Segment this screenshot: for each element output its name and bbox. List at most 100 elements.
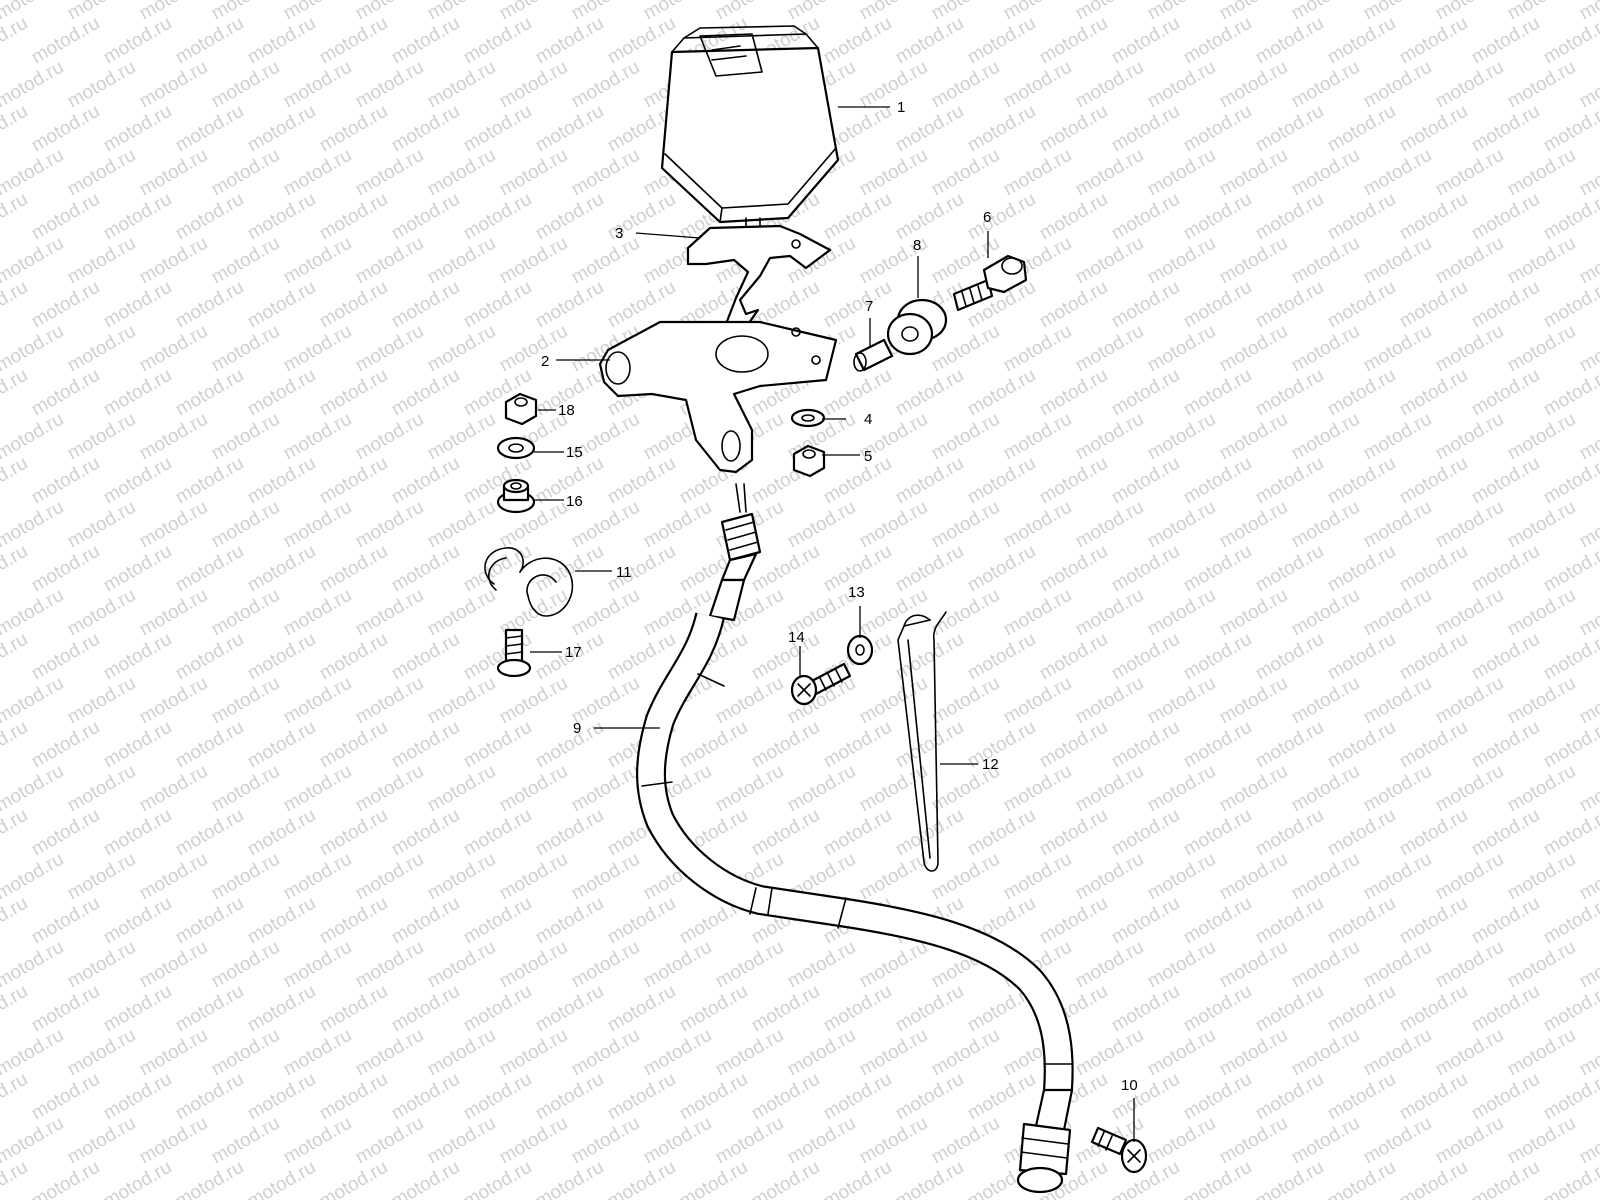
watermark-text: motod.ru bbox=[1432, 321, 1507, 377]
watermark-text: motod.ru bbox=[244, 717, 319, 773]
watermark-text: motod.ru bbox=[1216, 937, 1291, 993]
watermark-text: motod.ru bbox=[100, 189, 175, 245]
watermark-text: motod.ru bbox=[1108, 277, 1183, 333]
watermark-text: motod.ru bbox=[496, 673, 571, 729]
watermark-text: motod.ru bbox=[244, 277, 319, 333]
watermark-text: motod.ru bbox=[856, 497, 931, 553]
watermark-text: motod.ru bbox=[352, 0, 427, 24]
watermark-text: motod.ru bbox=[28, 1157, 103, 1200]
watermark-text: motod.ru bbox=[1468, 1069, 1543, 1125]
watermark-text: motod.ru bbox=[64, 673, 139, 729]
watermark-text: motod.ru bbox=[1180, 629, 1255, 685]
watermark-text: motod.ru bbox=[316, 365, 391, 421]
watermark-text: motod.ru bbox=[1252, 1069, 1327, 1125]
watermark-text: motod.ru bbox=[1468, 1157, 1543, 1200]
watermark-text: motod.ru bbox=[316, 277, 391, 333]
watermark-text: motod.ru bbox=[604, 893, 679, 949]
watermark-text: motod.ru bbox=[496, 937, 571, 993]
watermark-text: motod.ru bbox=[964, 805, 1039, 861]
mounting-bracket bbox=[598, 320, 838, 474]
watermark-text: motod.ru bbox=[712, 1113, 787, 1169]
watermark-text: motod.ru bbox=[856, 673, 931, 729]
watermark-text: motod.ru bbox=[1252, 541, 1327, 597]
callout-3: 3 bbox=[615, 225, 623, 242]
watermark-text: motod.ru bbox=[1360, 937, 1435, 993]
watermark-text: motod.ru bbox=[604, 453, 679, 509]
watermark-text: motod.ru bbox=[1288, 761, 1363, 817]
watermark-text: motod.ru bbox=[1252, 277, 1327, 333]
watermark-text: motod.ru bbox=[100, 365, 175, 421]
watermark-text: motod.ru bbox=[0, 629, 31, 685]
watermark-text: motod.ru bbox=[532, 1069, 607, 1125]
watermark-text: motod.ru bbox=[0, 981, 31, 1037]
watermark-text: motod.ru bbox=[820, 1157, 895, 1200]
watermark-text: motod.ru bbox=[136, 497, 211, 553]
watermark-text: motod.ru bbox=[352, 585, 427, 641]
watermark-text: motod.ru bbox=[964, 1069, 1039, 1125]
watermark-text: motod.ru bbox=[964, 101, 1039, 157]
callout-12: 12 bbox=[982, 756, 999, 773]
watermark-text: motod.ru bbox=[532, 717, 607, 773]
watermark-text: motod.ru bbox=[1504, 673, 1579, 729]
watermark-text: motod.ru bbox=[856, 1113, 931, 1169]
watermark-text: motod.ru bbox=[244, 1069, 319, 1125]
watermark-text: motod.ru bbox=[424, 585, 499, 641]
watermark-text: motod.ru bbox=[496, 761, 571, 817]
watermark-text: motod.ru bbox=[748, 717, 823, 773]
watermark-text: motod.ru bbox=[1432, 57, 1507, 113]
watermark-text: motod.ru bbox=[28, 805, 103, 861]
watermark-text: motod.ru bbox=[0, 1025, 67, 1081]
watermark-text: motod.ru bbox=[892, 189, 967, 245]
watermark-text: motod.ru bbox=[388, 365, 463, 421]
watermark-text: motod.ru bbox=[424, 145, 499, 201]
watermark-text: motod.ru bbox=[424, 937, 499, 993]
watermark-text: motod.ru bbox=[1072, 321, 1147, 377]
watermark-text: motod.ru bbox=[1108, 1069, 1183, 1125]
watermark-text: motod.ru bbox=[172, 101, 247, 157]
watermark-text: motod.ru bbox=[0, 893, 31, 949]
watermark-text: motod.ru bbox=[316, 981, 391, 1037]
watermark-text: motod.ru bbox=[1288, 1113, 1363, 1169]
watermark-text: motod.ru bbox=[64, 57, 139, 113]
watermark-text: motod.ru bbox=[928, 585, 1003, 641]
watermark-text: motod.ru bbox=[1000, 321, 1075, 377]
watermark-text: motod.ru bbox=[64, 1025, 139, 1081]
watermark-text: motod.ru bbox=[316, 189, 391, 245]
watermark-text: motod.ru bbox=[1360, 1025, 1435, 1081]
watermark-text: motod.ru bbox=[388, 453, 463, 509]
watermark-text: motod.ru bbox=[136, 0, 211, 24]
watermark-text: motod.ru bbox=[1432, 1025, 1507, 1081]
watermark-text: motod.ru bbox=[1216, 233, 1291, 289]
watermark-text: motod.ru bbox=[460, 629, 535, 685]
watermark-text: motod.ru bbox=[1324, 981, 1399, 1037]
watermark-text: motod.ru bbox=[316, 1157, 391, 1200]
speedometer-housing bbox=[660, 25, 840, 239]
watermark-text: motod.ru bbox=[1144, 673, 1219, 729]
watermark-text: motod.ru bbox=[532, 893, 607, 949]
watermark-text: motod.ru bbox=[568, 585, 643, 641]
watermark-text: motod.ru bbox=[964, 189, 1039, 245]
watermark-text: motod.ru bbox=[532, 541, 607, 597]
watermark-text: motod.ru bbox=[892, 453, 967, 509]
watermark-text: motod.ru bbox=[208, 57, 283, 113]
watermark-text: motod.ru bbox=[28, 101, 103, 157]
watermark-text: motod.ru bbox=[1108, 893, 1183, 949]
watermark-text: motod.ru bbox=[64, 0, 139, 24]
watermark-text: motod.ru bbox=[1252, 629, 1327, 685]
watermark-text: motod.ru bbox=[1468, 277, 1543, 333]
watermark-text: motod.ru bbox=[820, 1069, 895, 1125]
watermark-text: motod.ru bbox=[0, 541, 31, 597]
watermark-text: motod.ru bbox=[1468, 453, 1543, 509]
watermark-text: motod.ru bbox=[1072, 673, 1147, 729]
watermark-text: motod.ru bbox=[1216, 57, 1291, 113]
callout-9: 9 bbox=[573, 720, 581, 737]
watermark-text: motod.ru bbox=[1288, 0, 1363, 24]
watermark-text: motod.ru bbox=[892, 13, 967, 69]
watermark-text: motod.ru bbox=[244, 1157, 319, 1200]
watermark-text: motod.ru bbox=[0, 453, 31, 509]
callout-11: 11 bbox=[616, 564, 632, 581]
nut bbox=[792, 444, 826, 478]
watermark-text: motod.ru bbox=[280, 321, 355, 377]
watermark-text: motod.ru bbox=[460, 13, 535, 69]
watermark-text: motod.ru bbox=[1252, 981, 1327, 1037]
